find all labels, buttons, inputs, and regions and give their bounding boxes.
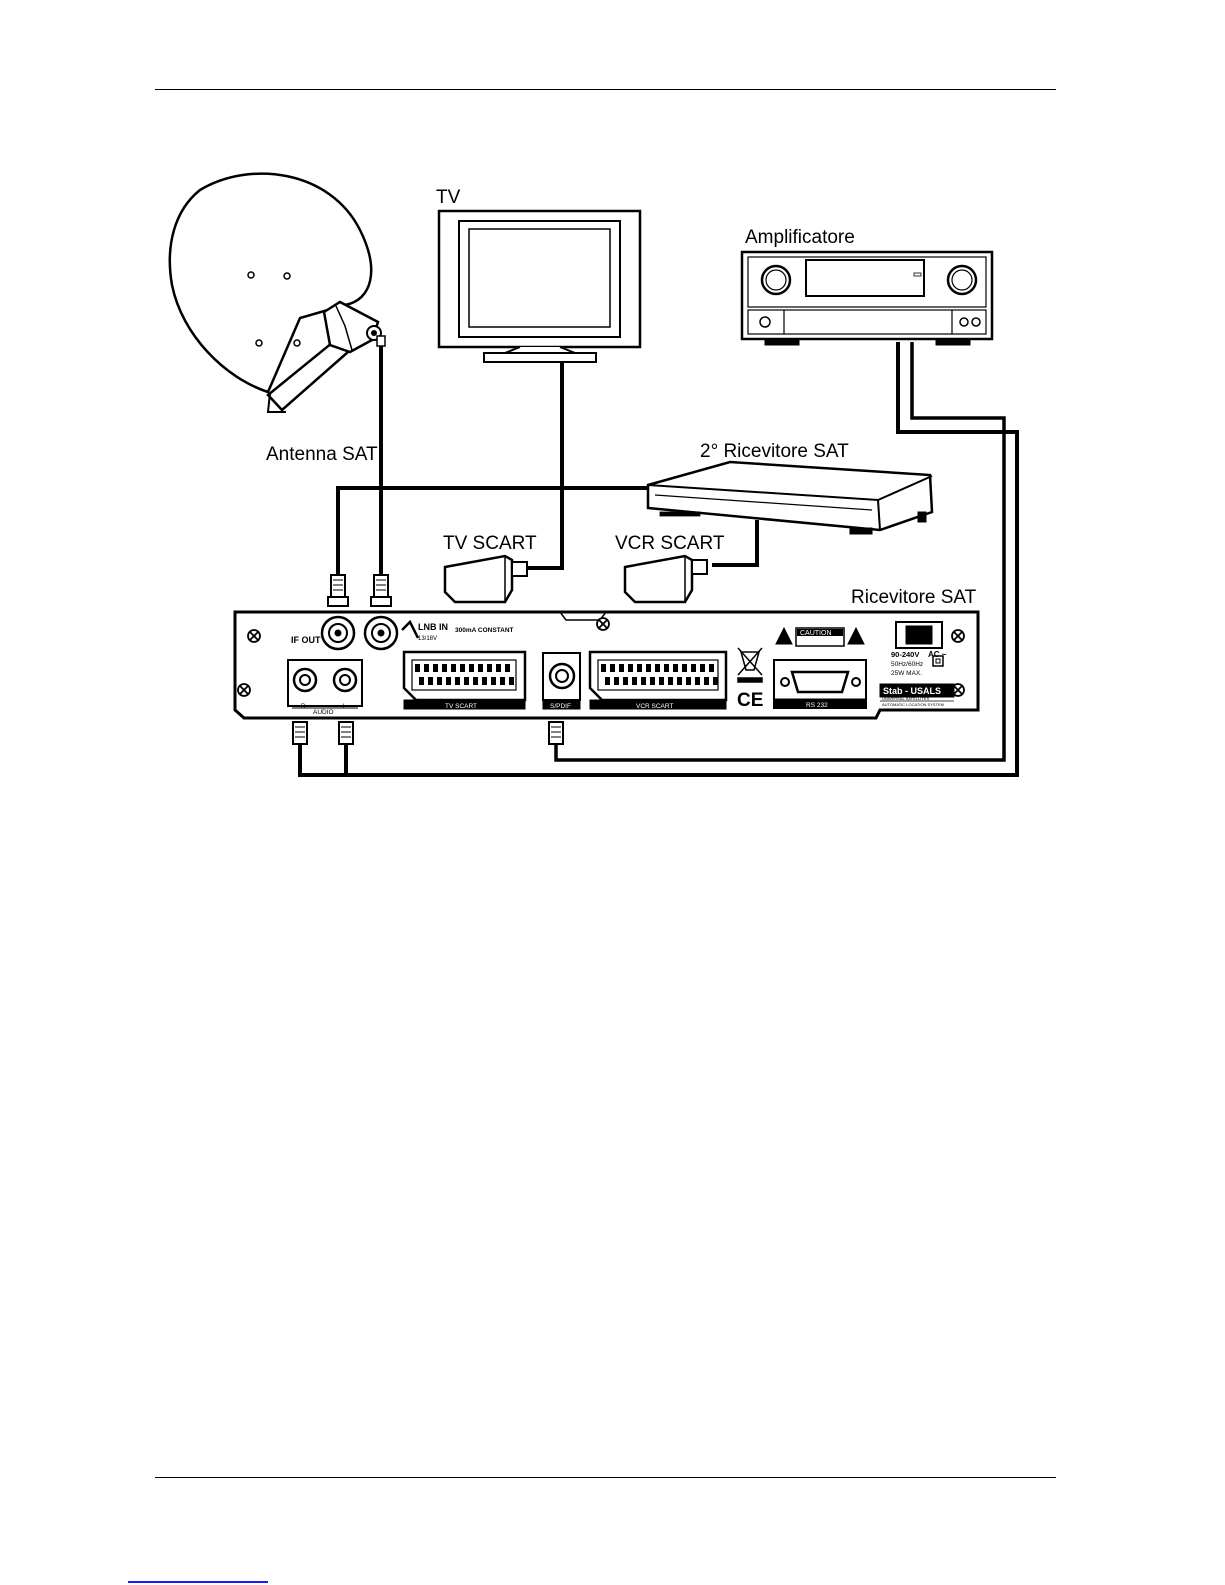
spdif-socket (543, 653, 580, 709)
receiver-label: Ricevitore SAT (851, 587, 977, 608)
freq-label: 50Hz/60Hz (891, 661, 923, 668)
vcr-scart-panel-label: VCR SCART (636, 703, 673, 710)
tv-scart-socket (404, 652, 525, 709)
ac-label: AC ~ (928, 650, 947, 659)
amplifier-label: Amplificatore (745, 227, 855, 248)
rs232-label: RS 232 (806, 702, 828, 709)
receiver-back-panel: CE CAUTION (235, 612, 978, 718)
vcr-scart-plug-icon (625, 556, 707, 602)
amplifier-icon (742, 252, 992, 345)
lnb-in-label: LNB IN (418, 622, 448, 632)
tv-icon (439, 211, 640, 362)
audio-r-label: R (301, 704, 306, 710)
caution-text: CAUTION (800, 630, 832, 637)
lnb-in-socket (365, 617, 397, 649)
if-out-label: IF OUT (291, 635, 321, 645)
second-receiver-icon (648, 462, 932, 534)
vcr-scart-label: VCR SCART (615, 533, 725, 554)
audio-rl-cable (300, 742, 346, 775)
vcr-scart-socket (590, 652, 726, 709)
spdif-label: S/PDIF (550, 703, 571, 710)
audio-sockets (288, 660, 362, 708)
f-connector-if-out-icon (328, 575, 348, 606)
brand-text: Stab - USALS (883, 686, 941, 696)
tv-scart-label: TV SCART (443, 533, 537, 554)
brand-line2: AUTOMATIC LOCATION SYSTEM (882, 702, 944, 707)
tv-label: TV (436, 187, 461, 208)
if-out-socket (322, 617, 354, 649)
rs232-socket (774, 660, 866, 708)
second-receiver-label: 2° Ricevitore SAT (700, 441, 849, 462)
antenna-label: Antenna SAT (266, 444, 378, 465)
audio-label: AUDIO (313, 709, 334, 716)
tv-scart-plug-icon (445, 556, 527, 602)
f-connector-lnb-in-icon (371, 575, 391, 606)
tv-scart-panel-label: TV SCART (445, 703, 477, 710)
rca-plug-spdif-icon (549, 722, 563, 744)
lnb-current-label: 300mA CONSTANT (455, 627, 514, 634)
power-label: 25W MAX. (891, 670, 922, 677)
ce-mark: CE (737, 690, 763, 711)
rca-plug-r-icon (293, 722, 307, 744)
rca-plug-l-icon (339, 722, 353, 744)
lnb-volt-label: 13/18V (418, 636, 437, 642)
brand-line1: UNIVERSAL SATELLITES (882, 696, 929, 701)
satellite-dish-icon (170, 174, 385, 412)
voltage-label: 90-240V (891, 650, 919, 659)
